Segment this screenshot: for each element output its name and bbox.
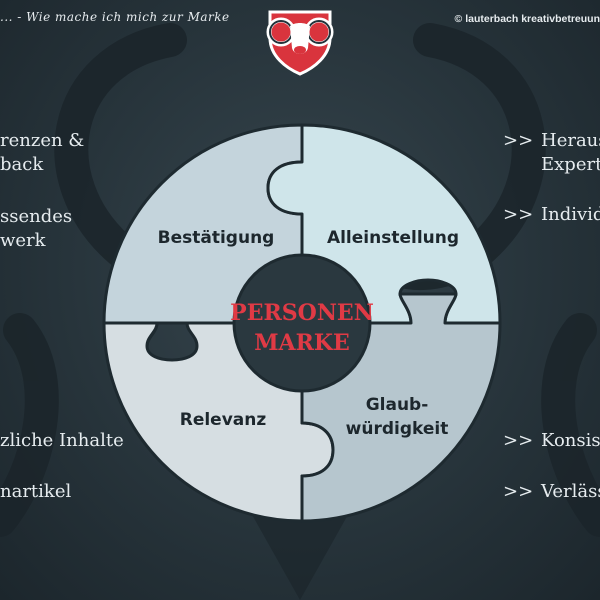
right-item-label: Heraus: [541, 130, 600, 151]
center-label-line1: PERSONEN: [230, 300, 374, 326]
right-item-1: >> Heraus: [503, 129, 600, 153]
piece-label-glaub: Glaub-: [366, 395, 429, 415]
right-item-label: Individ: [541, 204, 600, 225]
right-item-label: Konsist: [541, 430, 600, 451]
arrow-marker: >>: [503, 481, 534, 502]
left-item-2b: werk: [0, 230, 46, 251]
left-item-1b: back: [0, 154, 44, 175]
left-item-1a: renzen &: [0, 130, 85, 151]
piece-label-bestaetigung: Bestätigung: [158, 228, 275, 248]
right-item-3: >> Konsist: [503, 429, 600, 453]
arrow-marker: >>: [503, 204, 534, 225]
center-circle: [232, 253, 372, 393]
right-item-1b: Expert: [503, 153, 600, 177]
right-item-4: >> Verläss: [503, 480, 600, 504]
right-item-label: Expert: [541, 154, 600, 175]
piece-label-wuerdigkeit: würdigkeit: [346, 419, 449, 439]
right-item-label: Verläss: [541, 481, 600, 502]
right-item-2: >> Individ: [503, 203, 600, 227]
piece-label-alleinstellung: Alleinstellung: [327, 228, 459, 248]
tagline: ... - Wie mache ich mich zur Marke: [0, 10, 230, 24]
left-item-2a: ssendes: [0, 206, 73, 227]
arrow-marker: >>: [503, 430, 534, 451]
arrow-marker: >>: [503, 130, 534, 151]
copyright-notice: © lauterbach kreativbetreuun: [454, 13, 600, 25]
left-item-4: nartikel: [0, 481, 72, 502]
piece-label-relevanz: Relevanz: [180, 410, 267, 430]
center-label-line2: MARKE: [254, 330, 350, 356]
ram-shield-logo[interactable]: [262, 4, 338, 76]
left-item-3: zliche Inhalte: [0, 430, 124, 451]
